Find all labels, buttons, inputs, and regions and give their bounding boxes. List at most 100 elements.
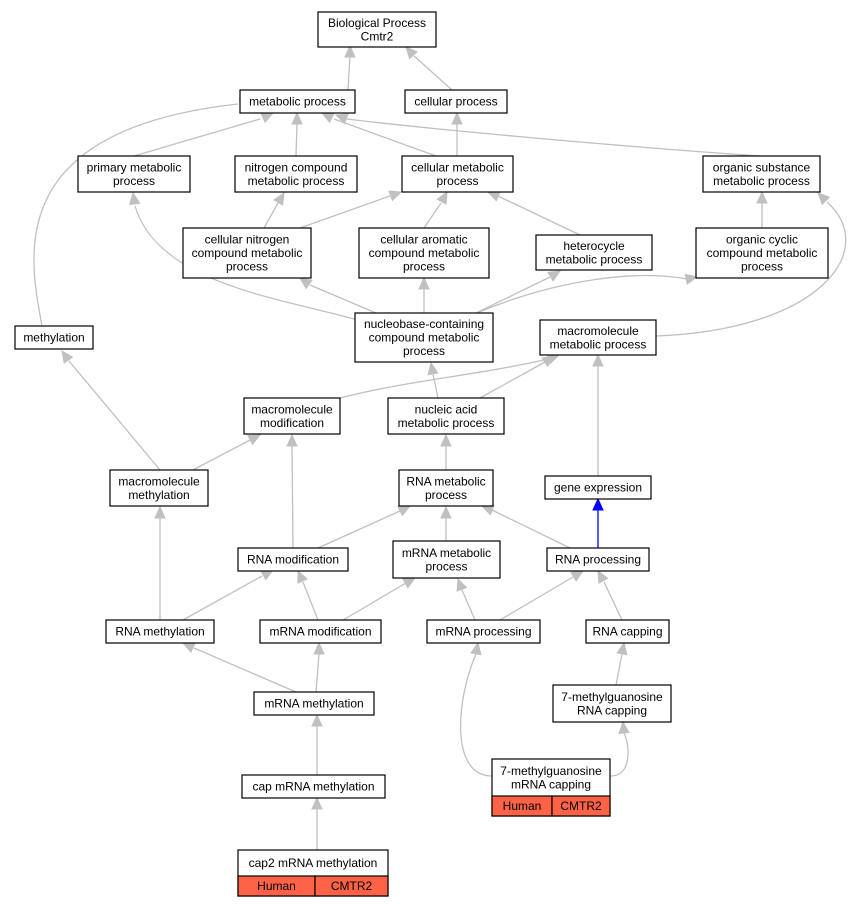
node-label: process (403, 260, 445, 274)
edge-arrowhead (273, 191, 285, 206)
node-label: cap mRNA methylation (252, 780, 374, 794)
node-label: process (425, 488, 467, 502)
node-label: cellular metabolic (411, 160, 504, 174)
highlighted-edge (592, 497, 604, 548)
edge-line (423, 202, 442, 229)
edge-arrowhead (547, 270, 562, 282)
node-box (544, 475, 652, 500)
edge (344, 44, 356, 91)
go-term-node-mrnamod[interactable]: mRNA modification (259, 619, 382, 644)
edge-arrowhead (592, 497, 604, 511)
node-label: RNA processing (555, 553, 641, 567)
edge (297, 569, 319, 621)
node-box (398, 469, 494, 507)
node-box (77, 155, 191, 193)
go-term-node-capmeth[interactable]: cap mRNA methylation (241, 774, 386, 799)
go-term-node-rnacap[interactable]: RNA capping (585, 619, 670, 644)
edge-line (491, 509, 571, 549)
node-box (426, 619, 541, 644)
node-box (239, 89, 356, 114)
edge-arrowhead (480, 504, 495, 516)
edge-arrowhead (817, 192, 831, 206)
go-term-node-mrnaproc[interactable]: mRNA processing (426, 619, 541, 644)
node-label: metabolic process (713, 174, 810, 188)
edge-line (347, 55, 351, 91)
node-label: mRNA modification (269, 625, 371, 639)
edge-arrowhead (388, 190, 403, 202)
node-label: process (226, 260, 268, 274)
go-term-node-cellular[interactable]: cellular process (404, 89, 508, 114)
node-box (243, 397, 341, 435)
edge (479, 355, 556, 399)
edge-line (432, 373, 439, 399)
edge (33, 98, 253, 327)
edge-arrowhead (291, 111, 303, 125)
edge-line (192, 439, 251, 471)
edge (405, 46, 453, 91)
annotation-cell-gene (551, 795, 611, 817)
edge-arrowhead (405, 46, 418, 60)
edge-arrowhead (436, 190, 448, 205)
go-term-node-mrnamethyl[interactable]: mRNA methylation (253, 691, 375, 716)
edge (299, 277, 377, 314)
edge-line (315, 653, 320, 693)
edge-arrowhead (684, 273, 699, 285)
node-box (253, 691, 375, 716)
edge (291, 111, 303, 157)
edge-line (475, 276, 551, 314)
node-label: organic cyclic (726, 233, 798, 247)
go-term-node-rnaproc[interactable]: RNA processing (546, 547, 650, 572)
edge-arrowhead (618, 720, 630, 734)
node-label: methylation (23, 331, 84, 345)
node-label: compound metabolic (369, 246, 480, 260)
node-box (535, 234, 653, 271)
node-label: 7-methylguanosine (500, 764, 602, 778)
node-label: cap2 mRNA methylation (249, 856, 378, 870)
node-label: process (436, 174, 478, 188)
go-term-node-geneexp[interactable]: gene expression (544, 475, 652, 500)
edge (320, 112, 437, 157)
node-label: cellular nitrogen (205, 233, 290, 247)
node-label: mRNA capping (511, 777, 591, 791)
edge-arrowhead (247, 434, 262, 446)
edge (423, 190, 448, 229)
edge-line (182, 575, 263, 621)
node-box (539, 319, 657, 356)
go-term-node-methylation[interactable]: methylation (14, 325, 94, 350)
edge-line (461, 589, 476, 621)
node-label: 7-methylguanosine (561, 690, 663, 704)
go-term-node-rnamod[interactable]: RNA modification (237, 547, 349, 572)
edge-line (317, 510, 401, 549)
edge-line (263, 202, 279, 229)
go-term-node-metabolic[interactable]: metabolic process (239, 89, 356, 114)
node-box (241, 774, 386, 799)
edge-line (476, 274, 688, 314)
edge (418, 276, 430, 313)
edge (459, 641, 493, 777)
node-label: mRNA processing (435, 625, 531, 639)
edge-arrowhead (592, 353, 604, 367)
edge-line (291, 445, 294, 549)
edge (299, 190, 403, 229)
go-term-node-rnamethyl[interactable]: RNA methylation (105, 619, 215, 644)
node-label: mRNA methylation (264, 697, 363, 711)
